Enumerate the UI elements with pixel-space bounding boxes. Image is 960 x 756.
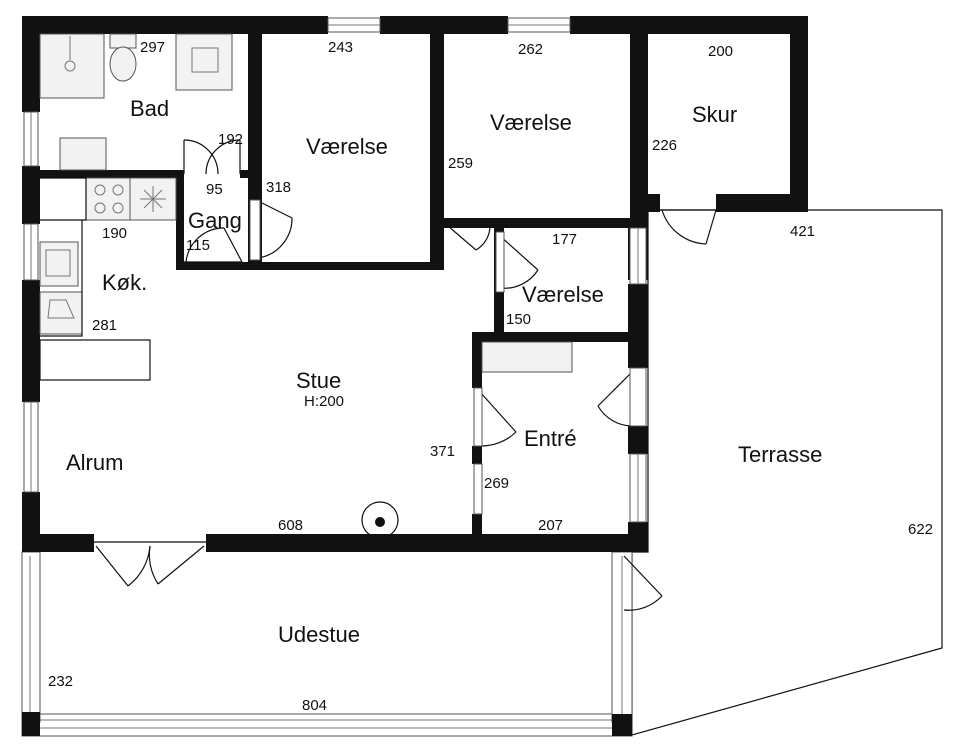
dimension-label: 150: [506, 311, 531, 328]
dimension-label: 622: [908, 521, 933, 538]
dimension-label: 804: [302, 697, 327, 714]
stove-icon: [85, 177, 131, 221]
doors: [94, 139, 717, 611]
room-label-skur: Skur: [692, 102, 737, 127]
shower-icon: [39, 33, 105, 99]
room-labels: Bad Værelse Værelse Skur Gang Køk. Værel…: [66, 96, 822, 647]
dimension-label: 226: [652, 137, 677, 154]
dimension-label: 200: [708, 43, 733, 60]
dishwasher-icon: [39, 291, 83, 335]
room-label-vaerelse-2: Værelse: [490, 110, 572, 135]
dimension-label: 115: [186, 237, 210, 254]
dimension-label: 608: [278, 517, 303, 534]
room-label-terrasse: Terrasse: [738, 442, 822, 467]
dimension-label: 371: [430, 443, 455, 460]
wardrobe-icon: [481, 341, 573, 373]
udestue-glass-walls: [21, 551, 633, 737]
room-label-vaerelse-1: Værelse: [306, 134, 388, 159]
dimension-label: 259: [448, 155, 473, 172]
dimension-labels: 297 243 262 200 192 259 226 95 318 190 1…: [48, 39, 933, 714]
dimension-label: 177: [552, 231, 577, 248]
room-label-entre: Entré: [524, 426, 577, 451]
room-label-bad: Bad: [130, 96, 169, 121]
stue-height-label: H:200: [304, 393, 344, 410]
room-label-vaerelse-3: Værelse: [522, 282, 604, 307]
dimension-label: 297: [140, 39, 165, 56]
dimension-label: 190: [102, 225, 127, 242]
dimension-label: 421: [790, 223, 815, 240]
fixtures: [39, 33, 573, 539]
room-label-gang: Gang: [188, 208, 242, 233]
bathroom-sink-icon: [175, 33, 233, 91]
dimension-label: 269: [484, 475, 509, 492]
dimension-label: 243: [328, 39, 353, 56]
dimension-label: 262: [518, 41, 543, 58]
room-label-alrum: Alrum: [66, 450, 123, 475]
dimension-label: 281: [92, 317, 117, 334]
toilet-icon: [109, 33, 137, 49]
dimension-label: 232: [48, 673, 73, 690]
dimension-label: 95: [206, 181, 223, 198]
dimension-label: 192: [218, 131, 243, 148]
dimension-label: 318: [266, 179, 291, 196]
room-label-udestue: Udestue: [278, 622, 360, 647]
room-label-stue: Stue: [296, 368, 341, 393]
dimension-label: 207: [538, 517, 563, 534]
room-label-kok: Køk.: [102, 270, 147, 295]
terrasse-outline: [631, 209, 943, 736]
wood-stove-icon: [361, 501, 399, 539]
walls: [22, 16, 808, 736]
windows: [23, 17, 647, 523]
